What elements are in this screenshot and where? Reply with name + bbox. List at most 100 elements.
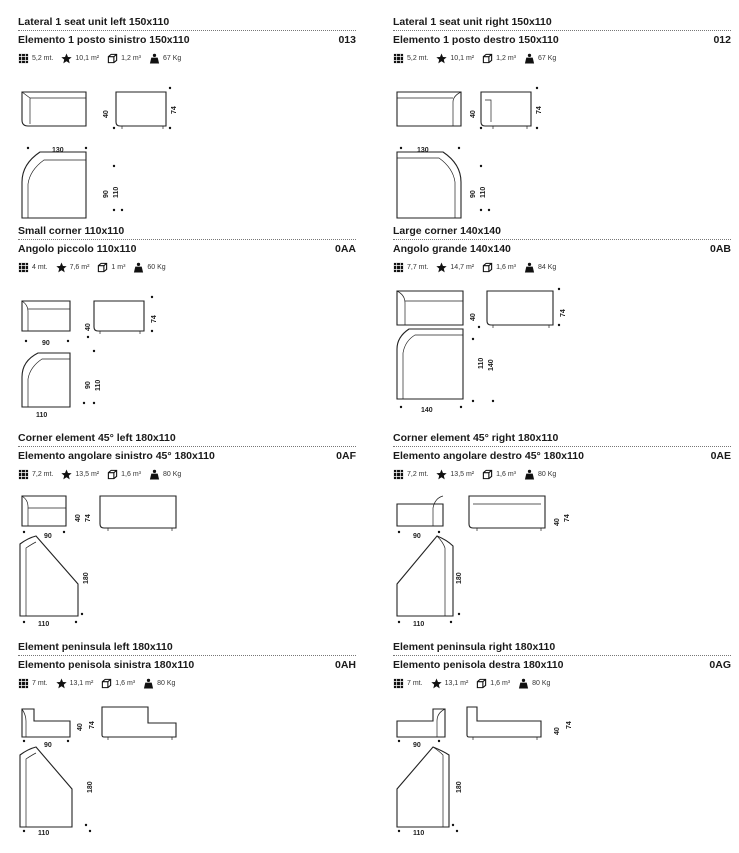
dim-seat-height: 40 [470, 110, 477, 118]
spec-length: 5,2 mt. [407, 54, 429, 62]
top-view-front [396, 290, 464, 326]
dotted-divider [18, 655, 356, 656]
volume-icon [477, 678, 487, 688]
spec-length: 7 mt. [407, 679, 423, 687]
spec-area: 13,1 m² [69, 679, 94, 687]
dim-length: 110 [38, 621, 49, 628]
plan-view [21, 352, 71, 408]
top-view-front [396, 708, 446, 738]
dim-depth-inner: 180 [83, 572, 90, 584]
title-italian: Elemento 1 posto sinistro 150x110 [18, 34, 190, 46]
weight-icon [149, 53, 160, 64]
area-icon [55, 261, 67, 272]
volume-icon [482, 262, 493, 272]
dim-length: 110 [36, 412, 47, 419]
title-italian: Angolo grande 140x140 [393, 243, 511, 255]
spec-length: 5,2 mt. [32, 54, 54, 62]
title-english: Element peninsula right 180x110 [393, 641, 556, 653]
dim-total-height: 74 [560, 309, 567, 317]
spec-weight: 80 Kg [537, 470, 557, 478]
side-view [486, 290, 554, 328]
side-view [99, 495, 177, 531]
title-english: Lateral 1 seat unit left 150x110 [18, 16, 170, 28]
dim-total-height: 74 [566, 721, 573, 729]
product-code: 0AG [709, 659, 731, 671]
side-view [93, 300, 145, 334]
product-card: Small corner 110x110 Angolo piccolo 110x… [18, 225, 356, 425]
length-icon [393, 262, 404, 272]
technical-drawing: 130 40 74 90 110 150 [396, 86, 543, 219]
spec-area: 7,6 m² [69, 263, 90, 271]
plan-view [396, 151, 462, 219]
dim-total-height: 74 [151, 315, 158, 323]
spec-weight: 80 Kg [532, 679, 551, 687]
area-icon [55, 677, 67, 688]
title-english: Small corner 110x110 [18, 225, 125, 237]
technical-drawing: 130 40 74 90 110 150 [21, 86, 178, 219]
volume-icon [107, 469, 118, 479]
area-icon [436, 261, 448, 272]
dim-seat-height: 40 [554, 518, 561, 526]
weight-icon [524, 53, 535, 64]
spec-weight: 60 Kg [147, 263, 166, 271]
product-code: 0AE [710, 450, 731, 462]
spec-length: 7 mt. [32, 679, 48, 687]
weight-icon [524, 469, 535, 480]
spec-row: 4 mt. 7,6 m² 1 m³ 60 Kg [18, 261, 174, 273]
length-icon [18, 262, 29, 272]
product-card: Element peninsula left 180x110 Elemento … [18, 641, 356, 841]
dim-depth-inner: 180 [456, 572, 463, 584]
top-view-front [21, 708, 71, 738]
title-italian: Angolo piccolo 110x110 [18, 243, 137, 255]
dim-depth: 110 [480, 187, 487, 198]
length-icon [393, 678, 404, 688]
dim-width: 130 [52, 147, 64, 154]
spec-area: 13,5 m² [75, 470, 100, 478]
spec-volume: 1,6 m³ [490, 679, 511, 687]
dotted-divider [18, 30, 356, 31]
product-card: Large corner 140x140 Angolo grande 140x1… [393, 225, 731, 425]
product-card: Corner element 45° left 180x110 Elemento… [18, 432, 356, 632]
area-icon [61, 468, 73, 479]
length-icon [18, 469, 29, 479]
spec-weight: 80 Kg [162, 470, 182, 478]
product-code: 0AB [709, 243, 731, 255]
side-view [115, 91, 167, 129]
technical-drawing: 90 40 74 180 110 [396, 706, 573, 837]
plan-view [21, 151, 87, 219]
spec-volume: 1,6 m³ [121, 470, 141, 478]
dim-width: 90 [44, 533, 52, 540]
spec-row: 7,2 mt. 13,5 m² 1,6 m³ 80 Kg [18, 468, 189, 480]
title-english: Large corner 140x140 [393, 225, 501, 237]
area-icon [430, 677, 442, 688]
volume-icon [482, 53, 493, 63]
technical-drawing: 90 40 74 180 110 [19, 495, 177, 628]
spec-area: 13,5 m² [450, 470, 475, 478]
spec-length: 4 mt. [32, 263, 48, 271]
dim-width: 90 [413, 533, 421, 540]
top-view-front [396, 495, 444, 527]
dotted-divider [393, 30, 731, 31]
spec-volume: 1,2 m³ [496, 54, 516, 62]
dim-total-height: 74 [536, 106, 543, 114]
length-icon [18, 53, 29, 63]
dim-depth-inner: 110 [478, 358, 485, 369]
dim-seat-height: 40 [103, 110, 110, 118]
length-icon [18, 678, 29, 688]
top-view-front [21, 91, 87, 127]
dim-total-height: 74 [85, 514, 92, 522]
dim-depth-inner: 90 [85, 381, 92, 389]
dotted-divider [18, 446, 356, 447]
plan-view [19, 535, 79, 617]
title-english: Corner element 45° left 180x110 [18, 432, 176, 444]
title-english: Corner element 45° right 180x110 [393, 432, 559, 444]
dim-depth-inner: 90 [470, 190, 477, 198]
spec-volume: 1,6 m³ [496, 263, 516, 271]
spec-row: 7,2 mt. 13,5 m² 1,6 m³ 80 Kg [393, 468, 564, 480]
dim-depth-inner: 180 [456, 781, 463, 793]
dim-length: 110 [413, 830, 424, 837]
technical-drawing: 90 40 74 180 110 [19, 706, 177, 837]
spec-volume: 1 m³ [111, 263, 126, 271]
product-card: Element peninsula right 180x110 Elemento… [393, 641, 731, 841]
product-code: 0AA [334, 243, 356, 255]
